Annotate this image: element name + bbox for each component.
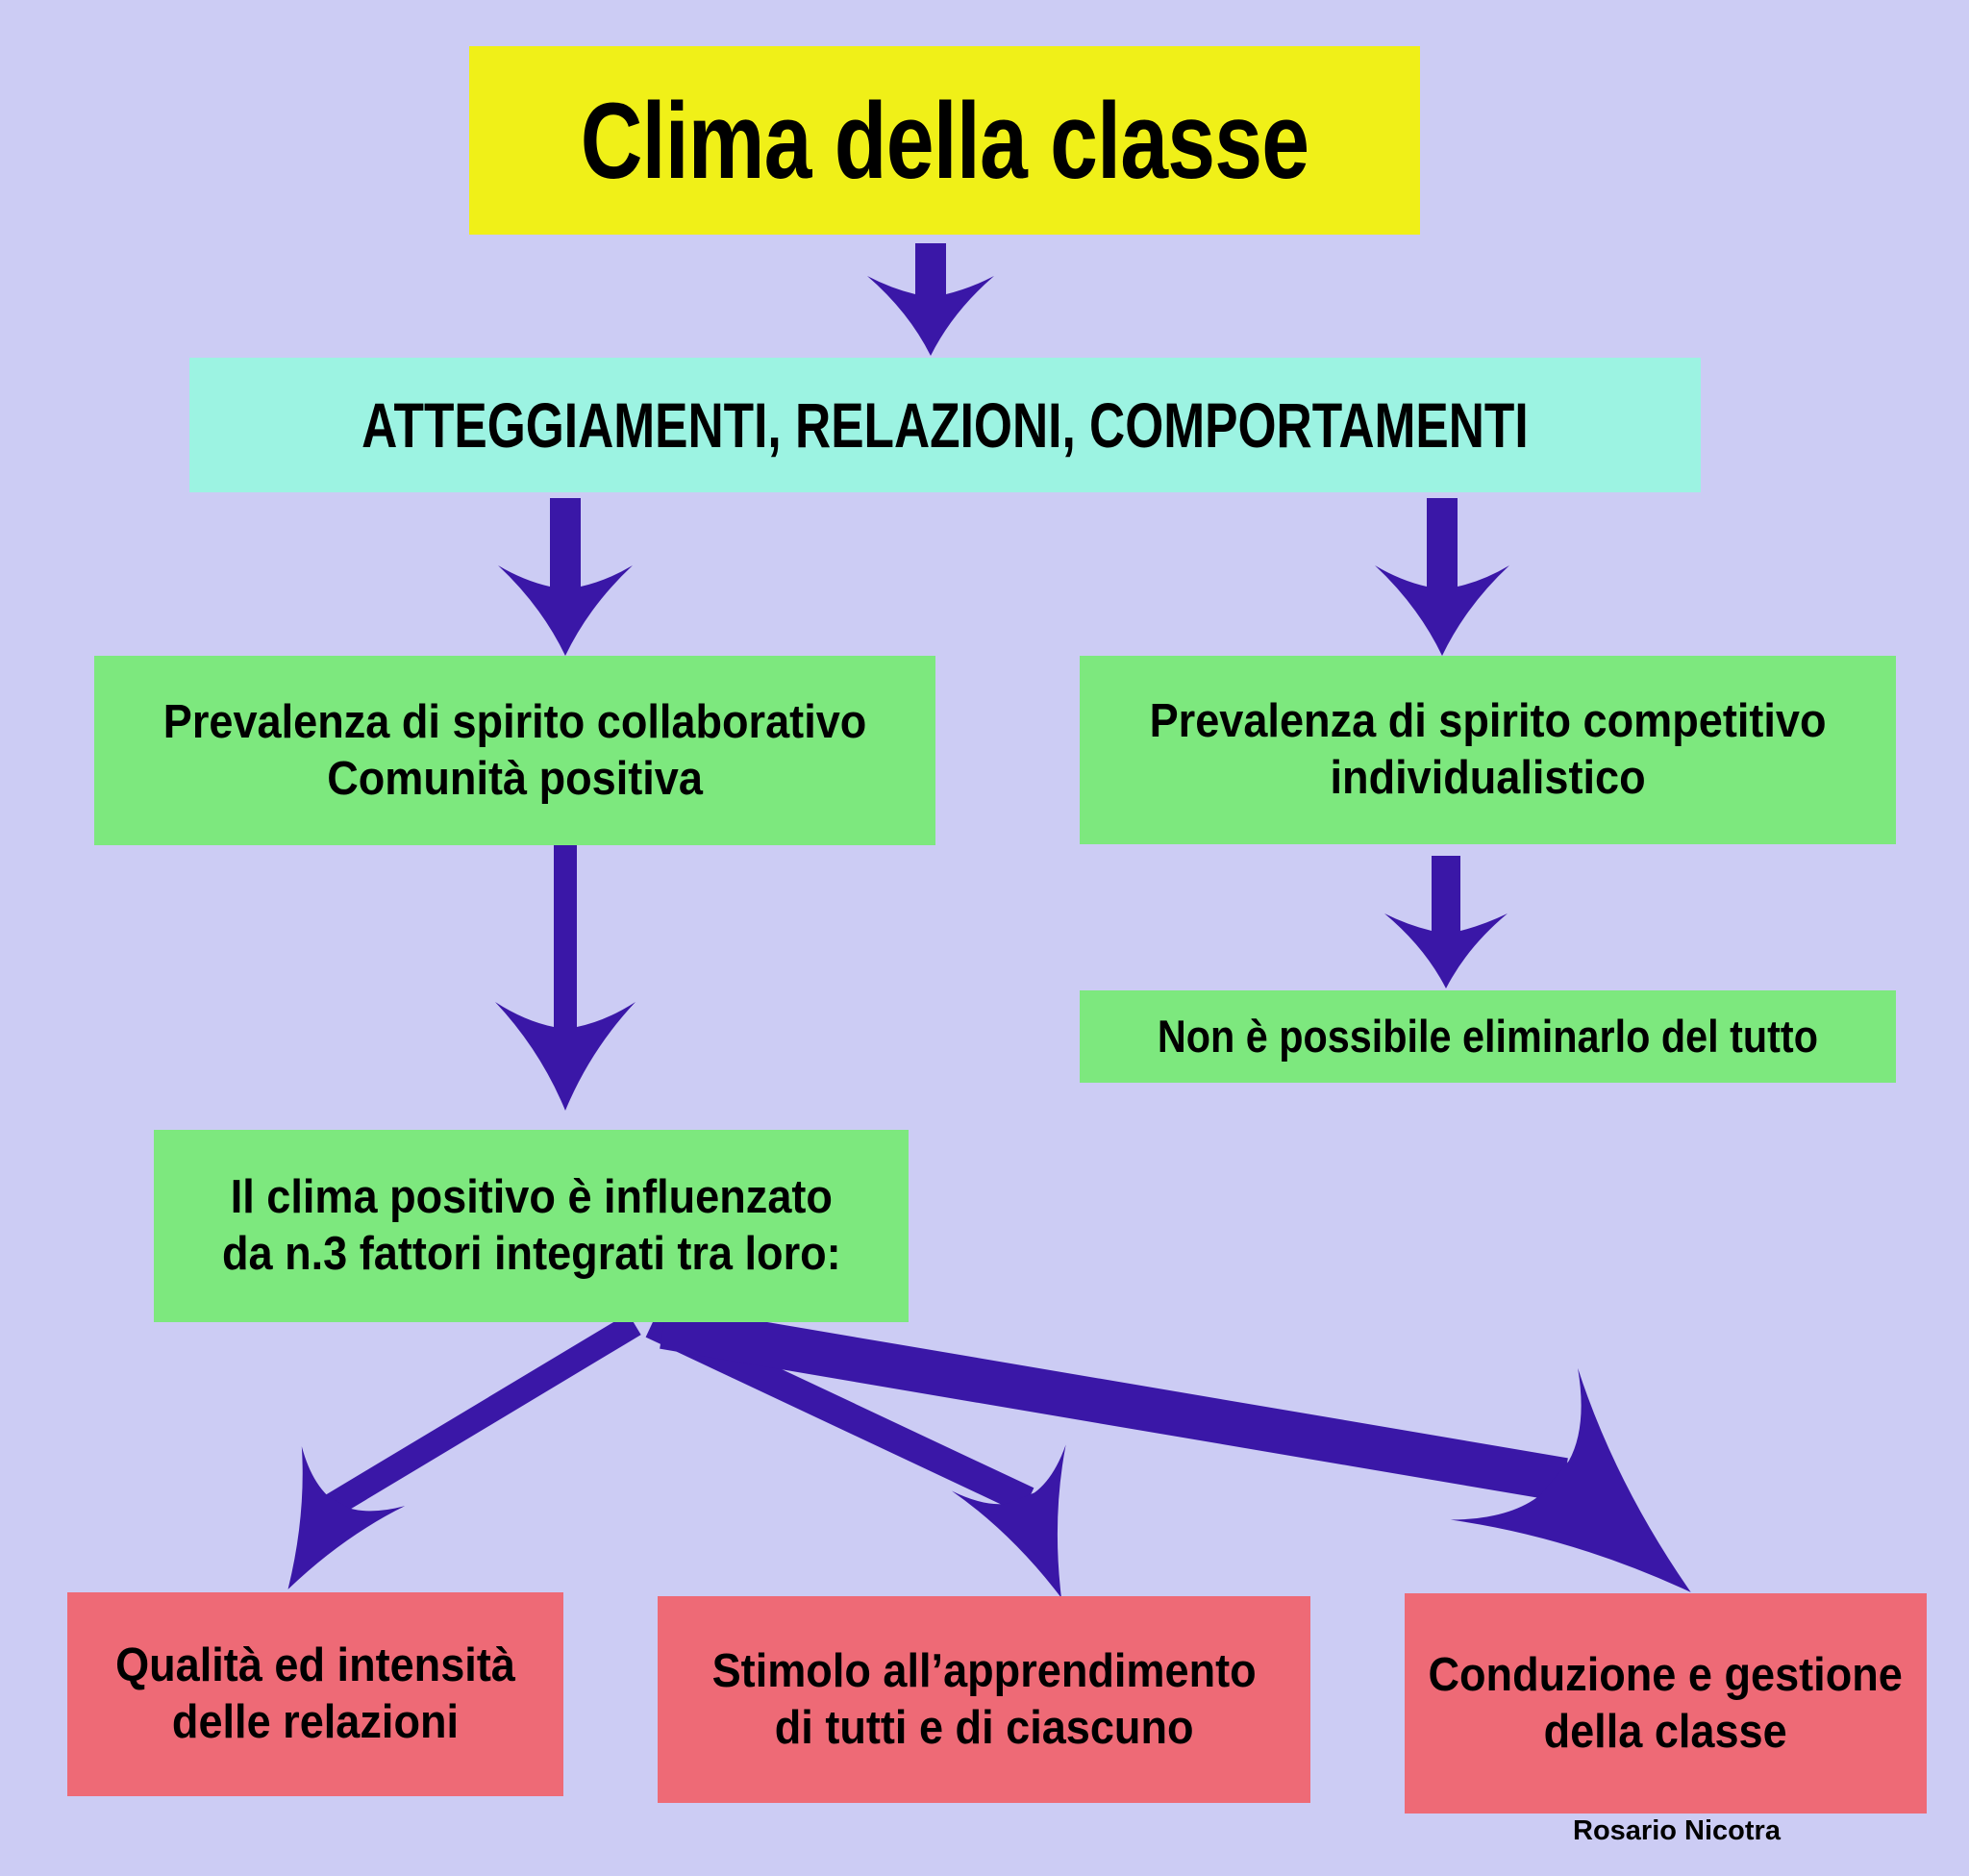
positive-climate-line1: Il clima positivo è influenzato bbox=[230, 1171, 833, 1224]
competitive-line2: individualistico bbox=[1330, 752, 1646, 804]
positive-climate-box: Il clima positivo è influenzato da n.3 f… bbox=[154, 1130, 909, 1322]
collaborative-spirit-box: Prevalenza di spirito collaborativo Comu… bbox=[94, 656, 935, 845]
competitive-spirit-box: Prevalenza di spirito competitivo indivi… bbox=[1080, 656, 1896, 844]
factor-relations-line1: Qualità ed intensità bbox=[115, 1639, 515, 1692]
arrow-competitive-to-noteliminable-icon bbox=[1384, 856, 1508, 988]
arrow-climate-to-management-icon bbox=[660, 1305, 1691, 1592]
arrow-climate-to-relations-icon bbox=[287, 1313, 641, 1589]
factor-relations-box: Qualità ed intensità delle relazioni bbox=[67, 1592, 563, 1796]
attitudes-label: ATTEGGIAMENTI, RELAZIONI, COMPORTAMENTI bbox=[361, 389, 1529, 461]
factor-management-line2: della classe bbox=[1543, 1705, 1788, 1758]
arrow-attitudes-to-collaborative-icon bbox=[498, 498, 633, 656]
arrow-title-to-attitudes-icon bbox=[867, 243, 994, 356]
competitive-line1: Prevalenza di spirito competitivo bbox=[1149, 695, 1827, 748]
factor-learning-line2: di tutti e di ciascuno bbox=[774, 1701, 1194, 1754]
factor-management-line1: Conduzione e gestione bbox=[1428, 1648, 1904, 1701]
arrow-collaborative-to-climate-icon bbox=[495, 839, 636, 1111]
factor-management-box: Conduzione e gestione della classe bbox=[1405, 1593, 1927, 1813]
page-title: Clima della classe bbox=[580, 80, 1309, 201]
author-signature: Rosario Nicotra bbox=[1573, 1815, 1781, 1846]
collaborative-line2: Comunità positiva bbox=[327, 752, 703, 805]
factor-learning-box: Stimolo all’apprendimento di tutti e di … bbox=[658, 1596, 1310, 1803]
arrow-attitudes-to-competitive-icon bbox=[1375, 498, 1509, 656]
not-eliminable-label: Non è possibile eliminarlo del tutto bbox=[1157, 1010, 1819, 1062]
factor-relations-line2: delle relazioni bbox=[171, 1696, 460, 1748]
collaborative-line1: Prevalenza di spirito collaborativo bbox=[162, 695, 867, 748]
factor-learning-line1: Stimolo all’apprendimento bbox=[711, 1644, 1257, 1697]
attitudes-box: ATTEGGIAMENTI, RELAZIONI, COMPORTAMENTI bbox=[189, 358, 1701, 492]
positive-climate-line2: da n.3 fattori integrati tra loro: bbox=[221, 1228, 841, 1280]
not-eliminable-box: Non è possibile eliminarlo del tutto bbox=[1080, 990, 1896, 1083]
title-box: Clima della classe bbox=[469, 46, 1420, 235]
